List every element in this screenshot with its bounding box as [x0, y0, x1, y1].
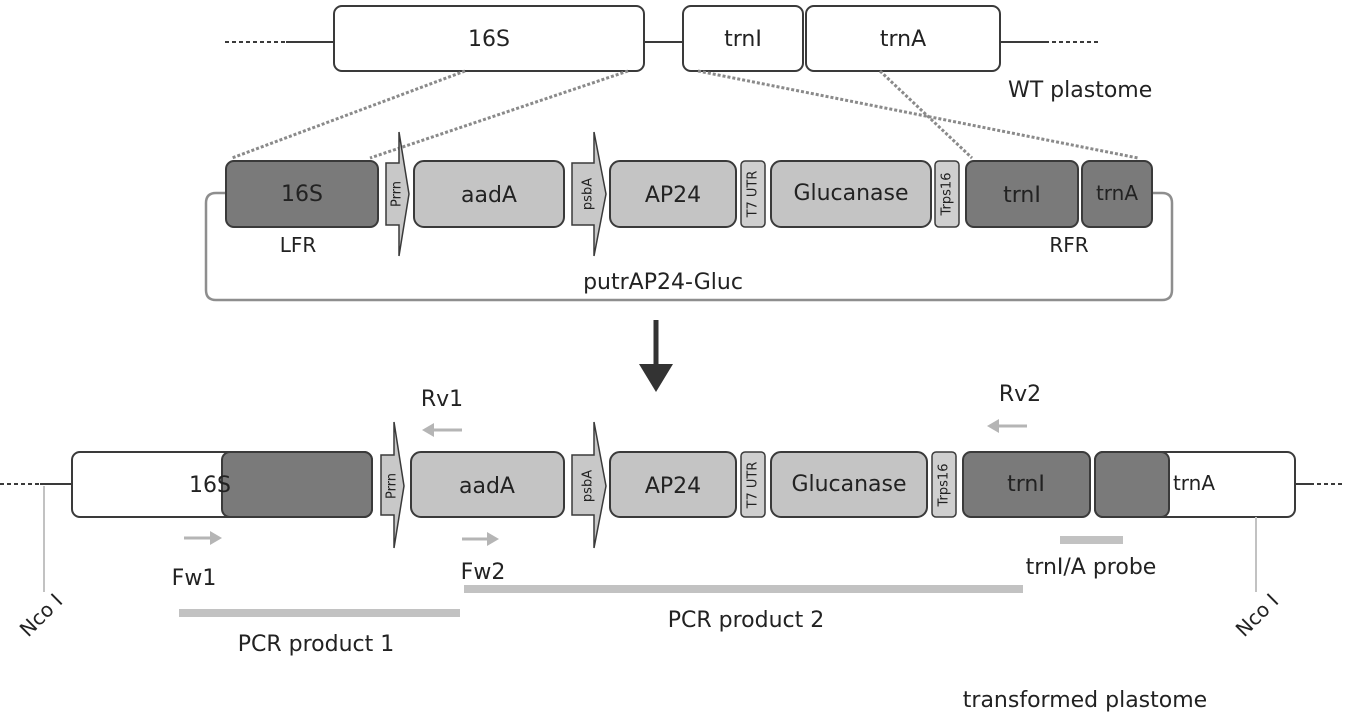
transformed-plastome-label: transformed plastome [963, 688, 1207, 713]
nco-right-label: Nco I [1231, 589, 1284, 642]
tp-16s-flank-region [221, 451, 373, 518]
fw1-arrowhead-icon [210, 531, 222, 545]
lfr-label: LFR [280, 233, 317, 257]
down-arrow-icon [639, 364, 673, 392]
plasmid-psba-promoter-arrow [571, 131, 607, 257]
tp-prrn-label: Prrn [385, 473, 400, 499]
plasmid-trps16 [934, 160, 960, 228]
rv1-arrowhead-icon [422, 423, 434, 437]
rv2-arrowhead-icon [987, 419, 999, 433]
tp-trna-flank-region [1094, 451, 1170, 518]
wt-trna-label: trnA [880, 27, 926, 52]
plasmid-prrn-promoter-arrow [385, 131, 410, 257]
plasmid-gene-aada [413, 160, 565, 228]
wt-plastome: 16S trnI trnA WT plastome [225, 5, 1152, 103]
tp-gene-trni [962, 451, 1091, 518]
rfr-label: RFR [1049, 233, 1088, 257]
wt-gene-16s [333, 5, 645, 72]
tp-prrn-promoter-arrow [380, 421, 405, 549]
tp-trni-label: trnI [1007, 472, 1045, 497]
pcr-product-2-label: PCR product 2 [668, 608, 825, 633]
probe-label: trnI/A probe [1026, 555, 1157, 580]
wt-gene-trna [805, 5, 1001, 72]
plasmid-gene-trna [1081, 160, 1153, 228]
nco-left-label: Nco I [15, 589, 68, 642]
tp-ap24-label: AP24 [645, 474, 701, 499]
crossover-line [878, 69, 974, 160]
wt-16s-label: 16S [468, 27, 510, 52]
crossover-lines [231, 69, 1139, 160]
wt-plastome-label: WT plastome [1008, 78, 1152, 103]
tp-psba-label: psbA [581, 470, 596, 502]
crossover-line [369, 69, 629, 160]
transformed-plastome: 16S Prrn aadA psbA AP24 T7 UTR Glucanase… [0, 382, 1345, 713]
fw2-arrowhead-icon [487, 532, 499, 546]
pcr-product-1-label: PCR product 1 [238, 632, 395, 657]
plasmid-gene-trni [965, 160, 1079, 228]
plasmid-ap24-label: AP24 [645, 183, 701, 208]
plasmid-aada-label: aadA [461, 183, 517, 208]
fw1-label: Fw1 [172, 566, 217, 591]
plasmid-t7-utr [740, 160, 766, 228]
rv1-label: Rv1 [421, 387, 463, 412]
plasmid-gene-glucanase [770, 160, 932, 228]
plasmid-name-label: putrAP24-Gluc [583, 270, 743, 295]
plasmid-prrn-label: Prrn [390, 181, 405, 207]
plasmid-trna-label: trnA [1096, 181, 1138, 205]
plasmid-backbone-loop [204, 191, 1174, 302]
plasmid-glucanase-label: Glucanase [793, 181, 908, 206]
plasmid-trps16-label: Trps16 [940, 173, 955, 217]
pcr-product-2-bar [464, 585, 1023, 593]
plasmid-t7utr-label: T7 UTR [746, 171, 761, 219]
trni-a-probe-bar [1060, 536, 1123, 544]
tp-trps16-label: Trps16 [937, 464, 952, 508]
plasmid-gene-ap24 [609, 160, 737, 228]
tp-trps16 [931, 451, 957, 518]
plasmid-psba-label: psbA [581, 178, 596, 210]
plasmid-trni-label: trnI [1003, 183, 1041, 208]
tp-psba-promoter-arrow [571, 421, 607, 549]
crossover-line [231, 69, 466, 160]
tp-gene-aada [410, 451, 565, 518]
tp-aada-label: aadA [459, 474, 515, 499]
tp-t7utr-label: T7 UTR [746, 462, 761, 510]
rv2-label: Rv2 [999, 382, 1041, 407]
plasmid-construct: 16S LFR Prrn aadA psbA AP24 T7 UTR Gluca… [204, 131, 1174, 302]
transformation-arrow [639, 320, 673, 392]
pcr-product-1-bar [179, 609, 460, 617]
tp-t7-utr [740, 451, 766, 518]
tp-trna-label: trnA [1173, 471, 1215, 495]
plasmid-16s-label: 16S [281, 182, 323, 207]
tp-gene-glucanase [770, 451, 928, 518]
plasmid-gene-16s [225, 160, 379, 228]
tp-16s-label: 16S [189, 473, 231, 498]
fw2-label: Fw2 [461, 560, 506, 585]
wt-trni-label: trnI [724, 27, 762, 52]
wt-gene-trni [682, 5, 804, 72]
tp-glucanase-label: Glucanase [791, 472, 906, 497]
tp-gene-ap24 [609, 451, 737, 518]
